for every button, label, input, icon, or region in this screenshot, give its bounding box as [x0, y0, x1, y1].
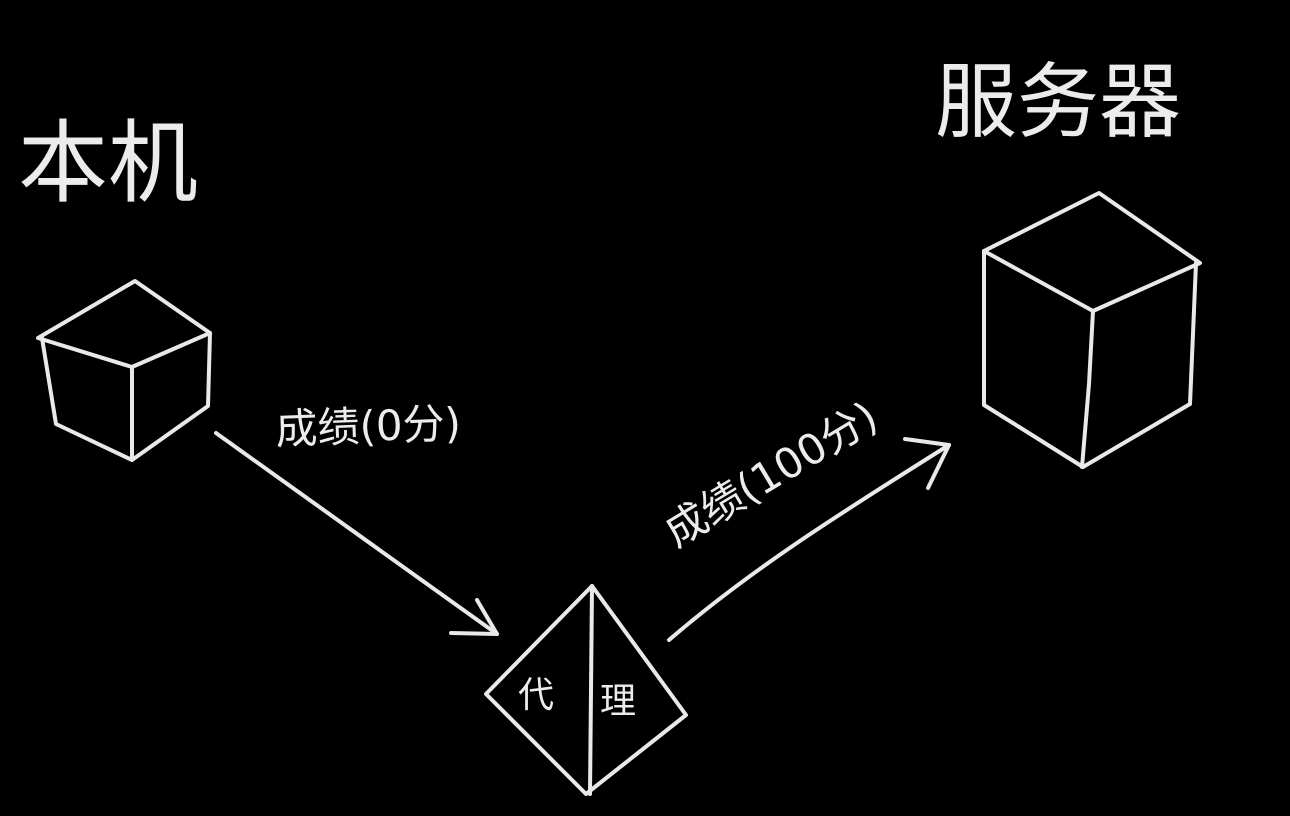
proxy-to-server-arrow — [667, 437, 951, 642]
server-cube — [982, 191, 1202, 469]
server-title: 服务器 — [935, 55, 1181, 150]
proxy-right-char: 理 — [600, 681, 636, 722]
proxy-diamond — [484, 584, 688, 796]
proxy-left-char: 代 — [518, 675, 554, 716]
local-machine-title: 本机 — [18, 111, 198, 216]
local-machine-cube — [36, 279, 212, 462]
local-to-proxy-label: 成绩(0分) — [275, 399, 462, 454]
local-to-proxy-arrow — [214, 431, 499, 636]
proxy-to-server-label: 成绩(100分) — [656, 392, 886, 557]
